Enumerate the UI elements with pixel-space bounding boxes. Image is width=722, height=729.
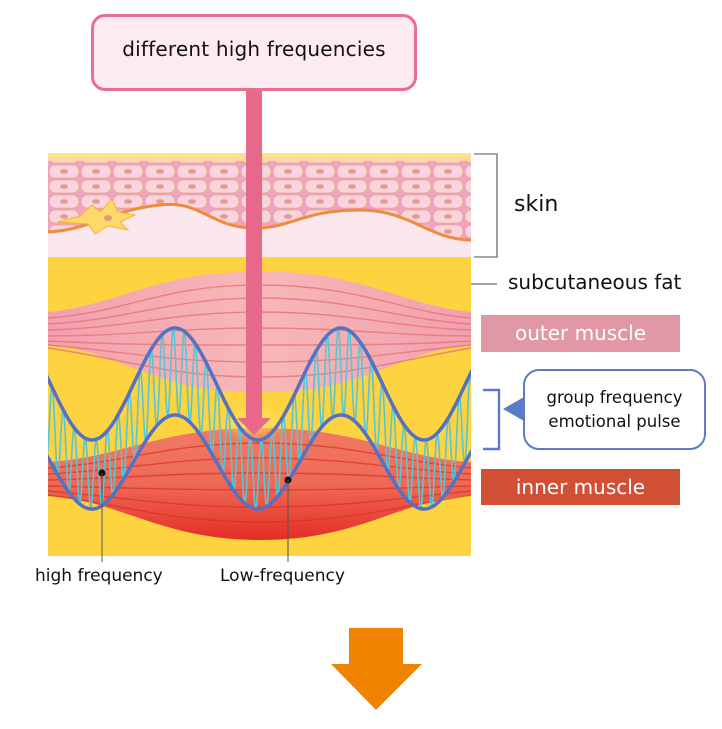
high-frequency-pointer (98, 469, 106, 562)
upper-envelope-wave (48, 326, 471, 442)
pink-down-arrow-icon (237, 91, 271, 435)
skin-bracket (474, 153, 498, 258)
title-text: different high frequencies (122, 37, 386, 61)
wave-bracket (483, 388, 501, 451)
orange-down-arrow-icon (331, 628, 422, 710)
group-frequency-callout: group frequency emotional pulse (523, 369, 706, 450)
high-frequency-label: high frequency (35, 566, 163, 586)
subcutaneous-fat-label: subcutaneous fat (508, 270, 682, 294)
title-box: different high frequencies (91, 14, 417, 91)
low-frequency-label: Low-frequency (220, 566, 345, 586)
callout-line-1: group frequency (546, 388, 683, 407)
lower-envelope-wave (48, 413, 471, 511)
low-frequency-pointer (284, 476, 292, 562)
outer-muscle-tag: outer muscle (481, 315, 680, 352)
inner-muscle-tag: inner muscle (481, 469, 680, 505)
skin-label: skin (514, 192, 559, 217)
callout-line-2: emotional pulse (548, 412, 681, 431)
melanocyte-cell (57, 198, 137, 235)
callout-pointer-icon (503, 397, 524, 421)
